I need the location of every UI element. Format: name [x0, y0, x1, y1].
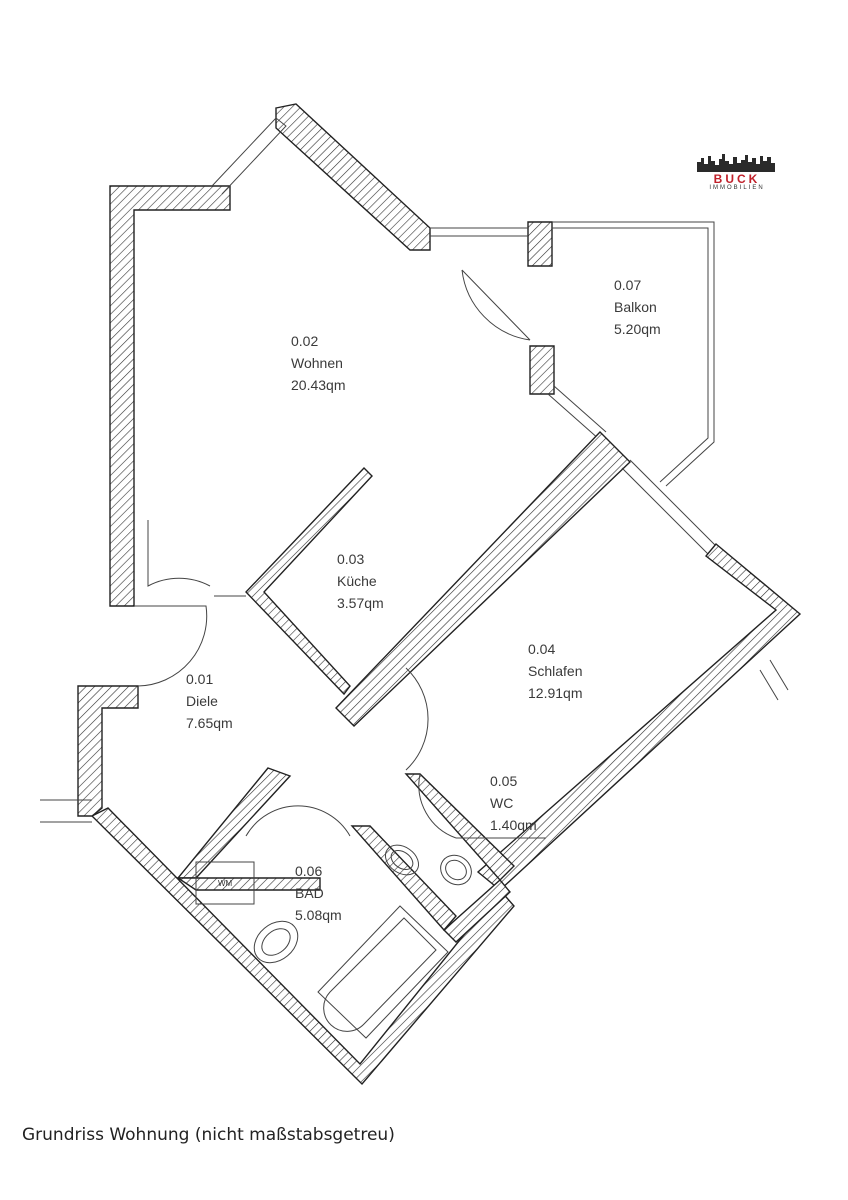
room-kueche: 0.03 Küche 3.57qm: [337, 551, 384, 611]
room-number: 0.01: [186, 671, 213, 687]
room-wohnen: 0.02 Wohnen 20.43qm: [291, 333, 345, 393]
wall-schlafen-divider: [335, 430, 632, 727]
window-wohnen-bay: [211, 117, 287, 195]
room-bad: 0.06 BAD 5.08qm: [295, 863, 342, 923]
wall-bad-inner: [175, 877, 321, 891]
room-name: Diele: [186, 693, 218, 709]
door-wc: [418, 773, 457, 839]
wall-kueche: [245, 466, 373, 696]
room-area: 3.57qm: [337, 595, 384, 611]
wc-toilet: [440, 854, 472, 886]
room-name: Wohnen: [291, 355, 343, 371]
room-area: 7.65qm: [186, 715, 233, 731]
wall-wc-bad: [350, 825, 457, 932]
room-name: Küche: [337, 573, 377, 589]
washing-machine-label: WM: [218, 879, 233, 888]
company-logo: BUCK IMMOBILIEN: [695, 152, 779, 196]
room-number: 0.03: [337, 551, 364, 567]
wall-balcony-pillar: [529, 345, 555, 395]
room-diele: 0.01 Diele 7.65qm: [186, 671, 233, 731]
room-name: WC: [490, 795, 513, 811]
door-bad: [245, 805, 351, 837]
room-number: 0.05: [490, 773, 517, 789]
bathtub: [317, 905, 449, 1039]
room-area: 5.08qm: [295, 907, 342, 923]
room-name: Balkon: [614, 299, 657, 315]
room-number: 0.02: [291, 333, 318, 349]
room-number: 0.06: [295, 863, 322, 879]
wall-bad-right: [442, 878, 511, 943]
wall-wohnen-top-diagonal: [275, 103, 431, 251]
room-name: BAD: [295, 885, 324, 901]
logo-brand: BUCK: [713, 172, 761, 186]
room-number: 0.04: [528, 641, 555, 657]
bad-sink: [253, 920, 299, 964]
door-balkon: [461, 269, 531, 341]
room-balkon: 0.07 Balkon 5.20qm: [614, 277, 661, 337]
fixtures: WM: [195, 844, 472, 1039]
room-wc: 0.05 WC 1.40qm: [490, 773, 537, 833]
wall-diele-left: [77, 685, 139, 817]
room-schlafen: 0.04 Schlafen 12.91qm: [528, 641, 582, 701]
washing-machine: [195, 861, 255, 905]
wc-sink: [384, 844, 420, 876]
door-schlafen: [405, 667, 429, 771]
room-area: 5.20qm: [614, 321, 661, 337]
door-wohnen: [147, 520, 211, 587]
wall-bottom-outer: [90, 807, 515, 1086]
plan-caption: Grundriss Wohnung (nicht maßstabsgetreu): [22, 1125, 395, 1145]
logo-subtitle: IMMOBILIEN: [709, 185, 765, 191]
wall-wohnen-left: [109, 185, 231, 607]
room-area: 1.40qm: [490, 817, 537, 833]
room-area: 20.43qm: [291, 377, 345, 393]
wall-balcony-top: [527, 221, 553, 267]
skyline-icon: [697, 154, 775, 172]
door-diele-wohnen: [134, 605, 208, 687]
wall-schlafen-right: [476, 543, 802, 891]
balcony-outline: [552, 221, 715, 487]
room-number: 0.07: [614, 277, 641, 293]
doors: [134, 269, 546, 839]
walls: [77, 103, 802, 1086]
entrance-lines: [40, 659, 789, 823]
wall-wc-top: [404, 773, 515, 882]
room-name: Schlafen: [528, 663, 582, 679]
room-area: 12.91qm: [528, 685, 582, 701]
